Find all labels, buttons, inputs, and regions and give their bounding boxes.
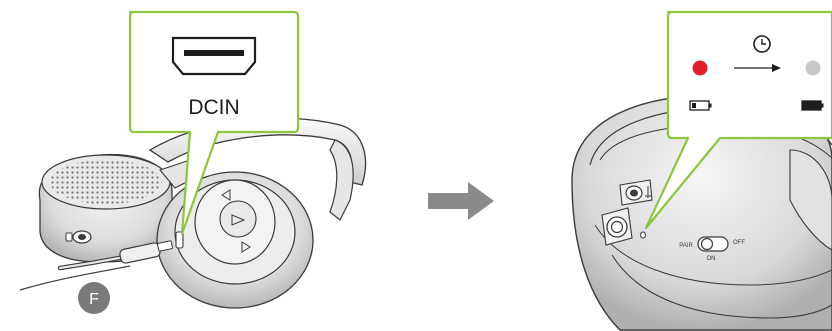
dc-jack-closeup	[602, 208, 632, 245]
switch-label-on: ON	[707, 256, 716, 262]
callout-label: DCIN	[188, 96, 239, 119]
speaker-mesh	[50, 160, 162, 204]
right-arrow-icon	[428, 182, 494, 220]
step-badge-label: F	[89, 291, 99, 308]
led-indicator	[641, 232, 646, 238]
step-badge: F	[78, 282, 110, 314]
led-gray-icon	[806, 61, 821, 76]
switch-label-off: OFF	[733, 240, 745, 246]
dc-in-port-icon	[173, 38, 255, 74]
led-red-icon	[693, 61, 708, 76]
battery-low-icon	[690, 101, 712, 110]
audio-jack	[620, 180, 652, 205]
right-ear-cup	[157, 172, 313, 308]
battery-full-icon	[802, 101, 824, 110]
switch-label-pair: PAIR	[679, 243, 693, 249]
